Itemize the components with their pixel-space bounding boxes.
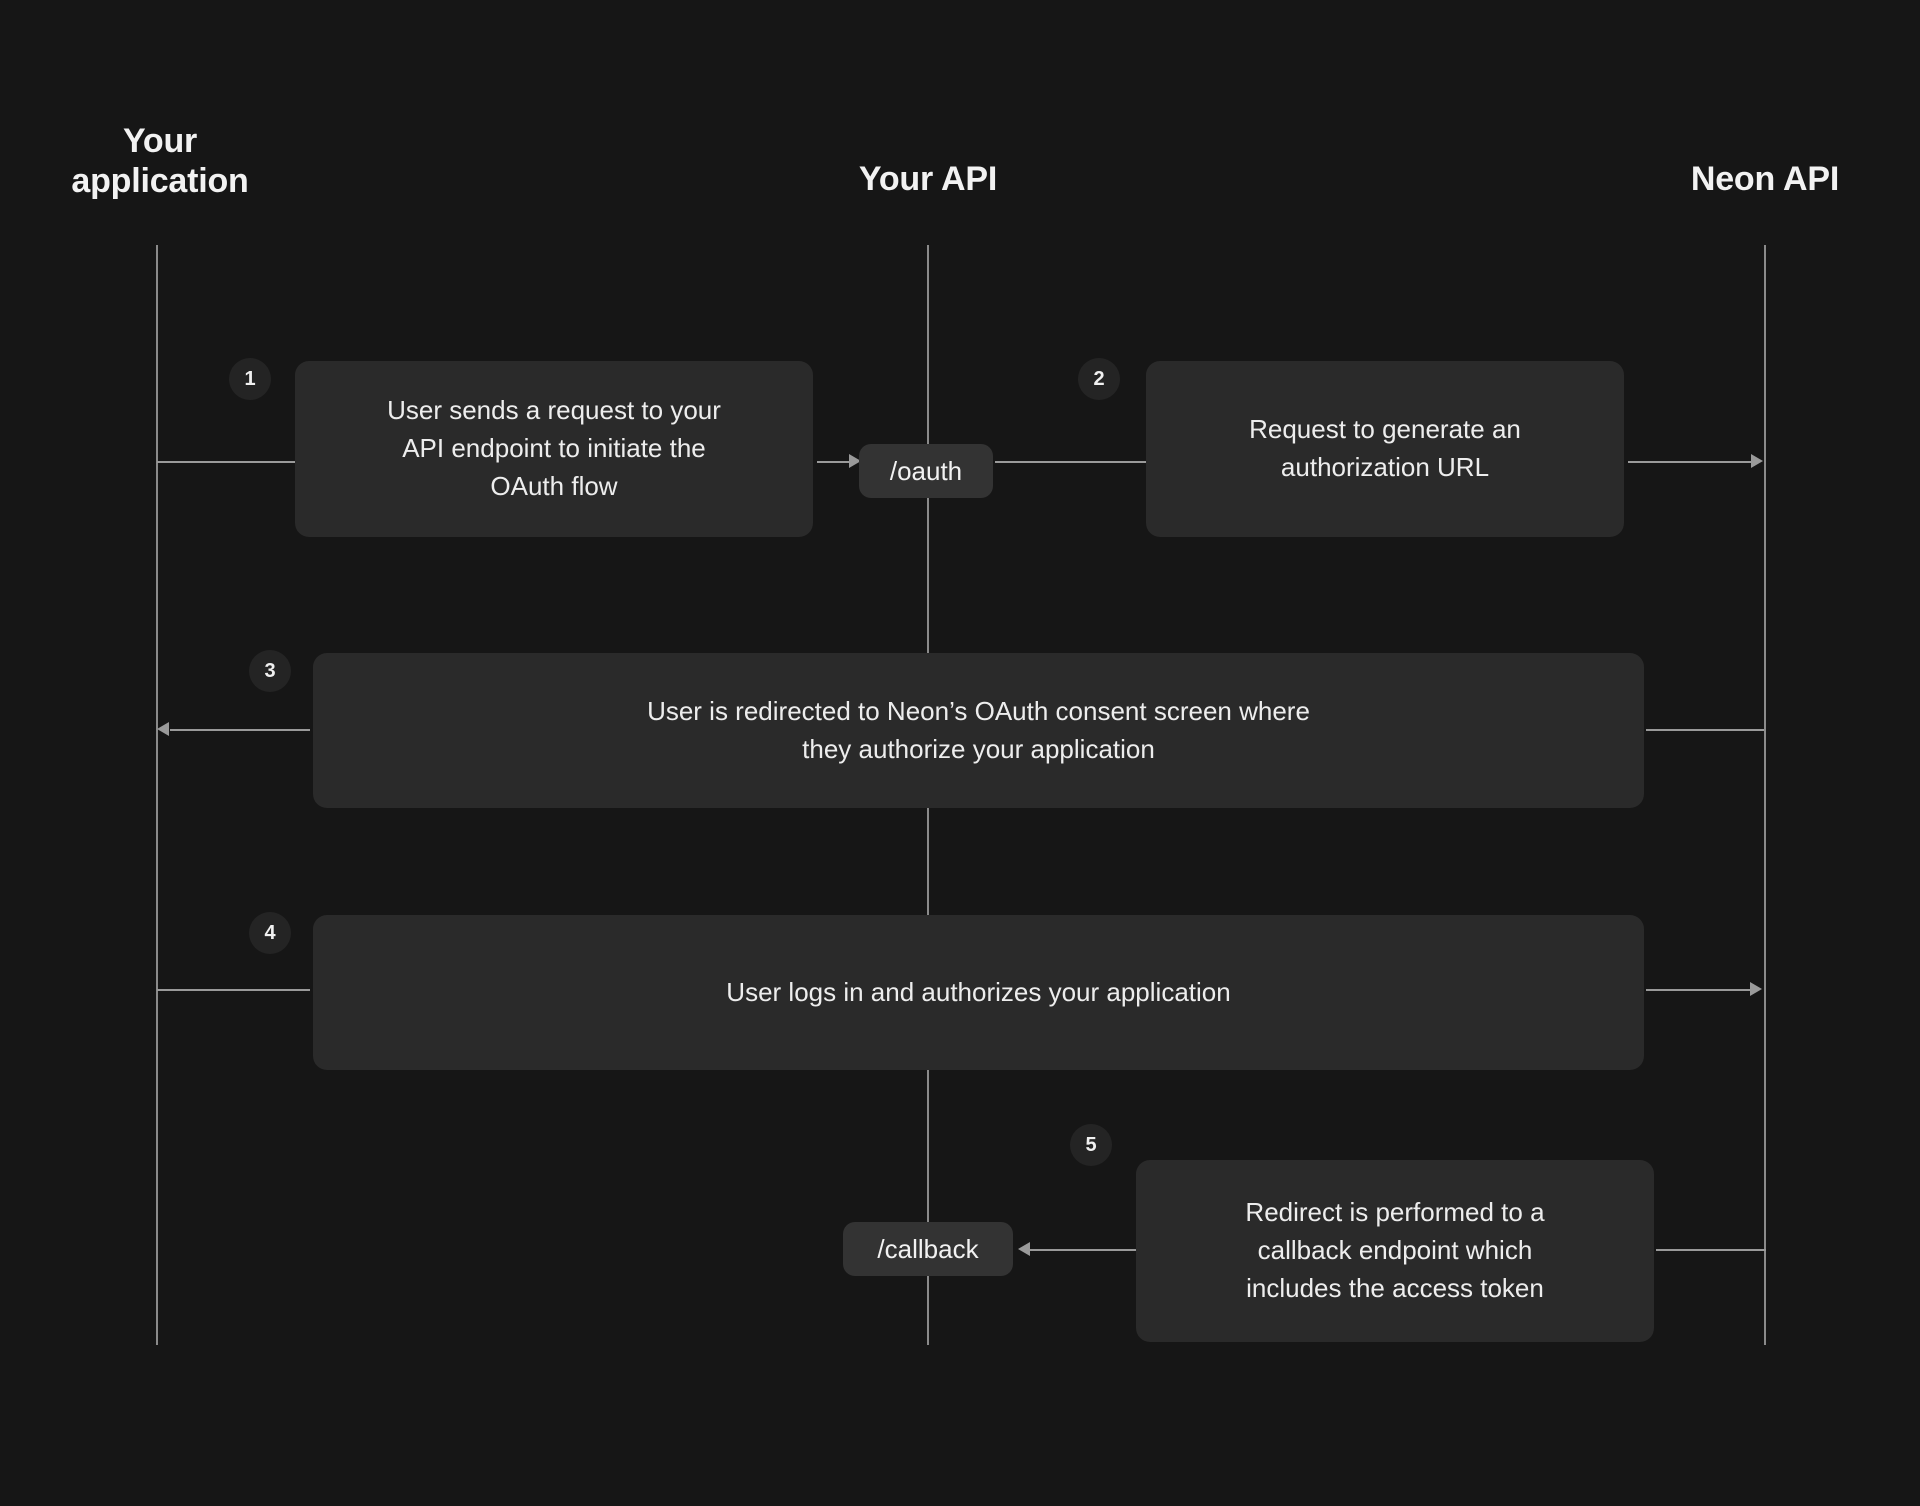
lifeline-neon-api [1764, 245, 1766, 1345]
step-badge-5: 5 [1070, 1124, 1112, 1166]
step-text-5: Redirect is performed to a callback endp… [1245, 1197, 1545, 1303]
connector-app-to-step1 [157, 461, 297, 463]
step-text-1: User sends a request to your API endpoin… [387, 395, 721, 501]
connector-step3-to-app [170, 729, 310, 731]
connector-step1-to-oauth [817, 461, 851, 463]
connector-neon-to-step3 [1646, 729, 1764, 731]
arrow-right-icon [849, 454, 861, 468]
step-badge-4: 4 [249, 912, 291, 954]
arrow-right-icon [1751, 454, 1763, 468]
callback-endpoint-label: /callback [877, 1233, 979, 1264]
callback-endpoint-pill: /callback [843, 1222, 1013, 1276]
column-header-your-api: Your API [858, 160, 998, 198]
connector-step4-to-neon [1646, 989, 1752, 991]
connector-oauth-to-step2 [995, 461, 1147, 463]
step-badge-1: 1 [229, 358, 271, 400]
step-text-4: User logs in and authorizes your applica… [726, 976, 1231, 1007]
connector-app-to-step4 [157, 989, 310, 991]
connector-step2-to-neon [1628, 461, 1753, 463]
step-box-2: Request to generate an authorization URL [1146, 361, 1624, 537]
column-header-your-application: Your application [71, 122, 249, 200]
step-box-4: User logs in and authorizes your applica… [313, 915, 1644, 1070]
step-text-3: User is redirected to Neon’s OAuth conse… [647, 695, 1310, 764]
oauth-endpoint-pill: /oauth [859, 444, 993, 498]
connector-neon-to-step5 [1656, 1249, 1766, 1251]
step-badge-2: 2 [1078, 358, 1120, 400]
oauth-endpoint-label: /oauth [889, 455, 963, 486]
step-box-3: User is redirected to Neon’s OAuth conse… [313, 653, 1644, 808]
step-badge-3: 3 [249, 650, 291, 692]
step-box-5: Redirect is performed to a callback endp… [1136, 1160, 1654, 1342]
column-header-neon-api: Neon API [1690, 160, 1840, 198]
arrow-right-icon [1750, 982, 1762, 996]
step-text-2: Request to generate an authorization URL [1249, 414, 1521, 482]
arrow-left-icon [1018, 1242, 1030, 1256]
connector-step5-to-callback [1030, 1249, 1138, 1251]
lifeline-your-application [156, 245, 158, 1345]
step-box-1: User sends a request to your API endpoin… [295, 361, 813, 537]
arrow-left-icon [157, 722, 169, 736]
